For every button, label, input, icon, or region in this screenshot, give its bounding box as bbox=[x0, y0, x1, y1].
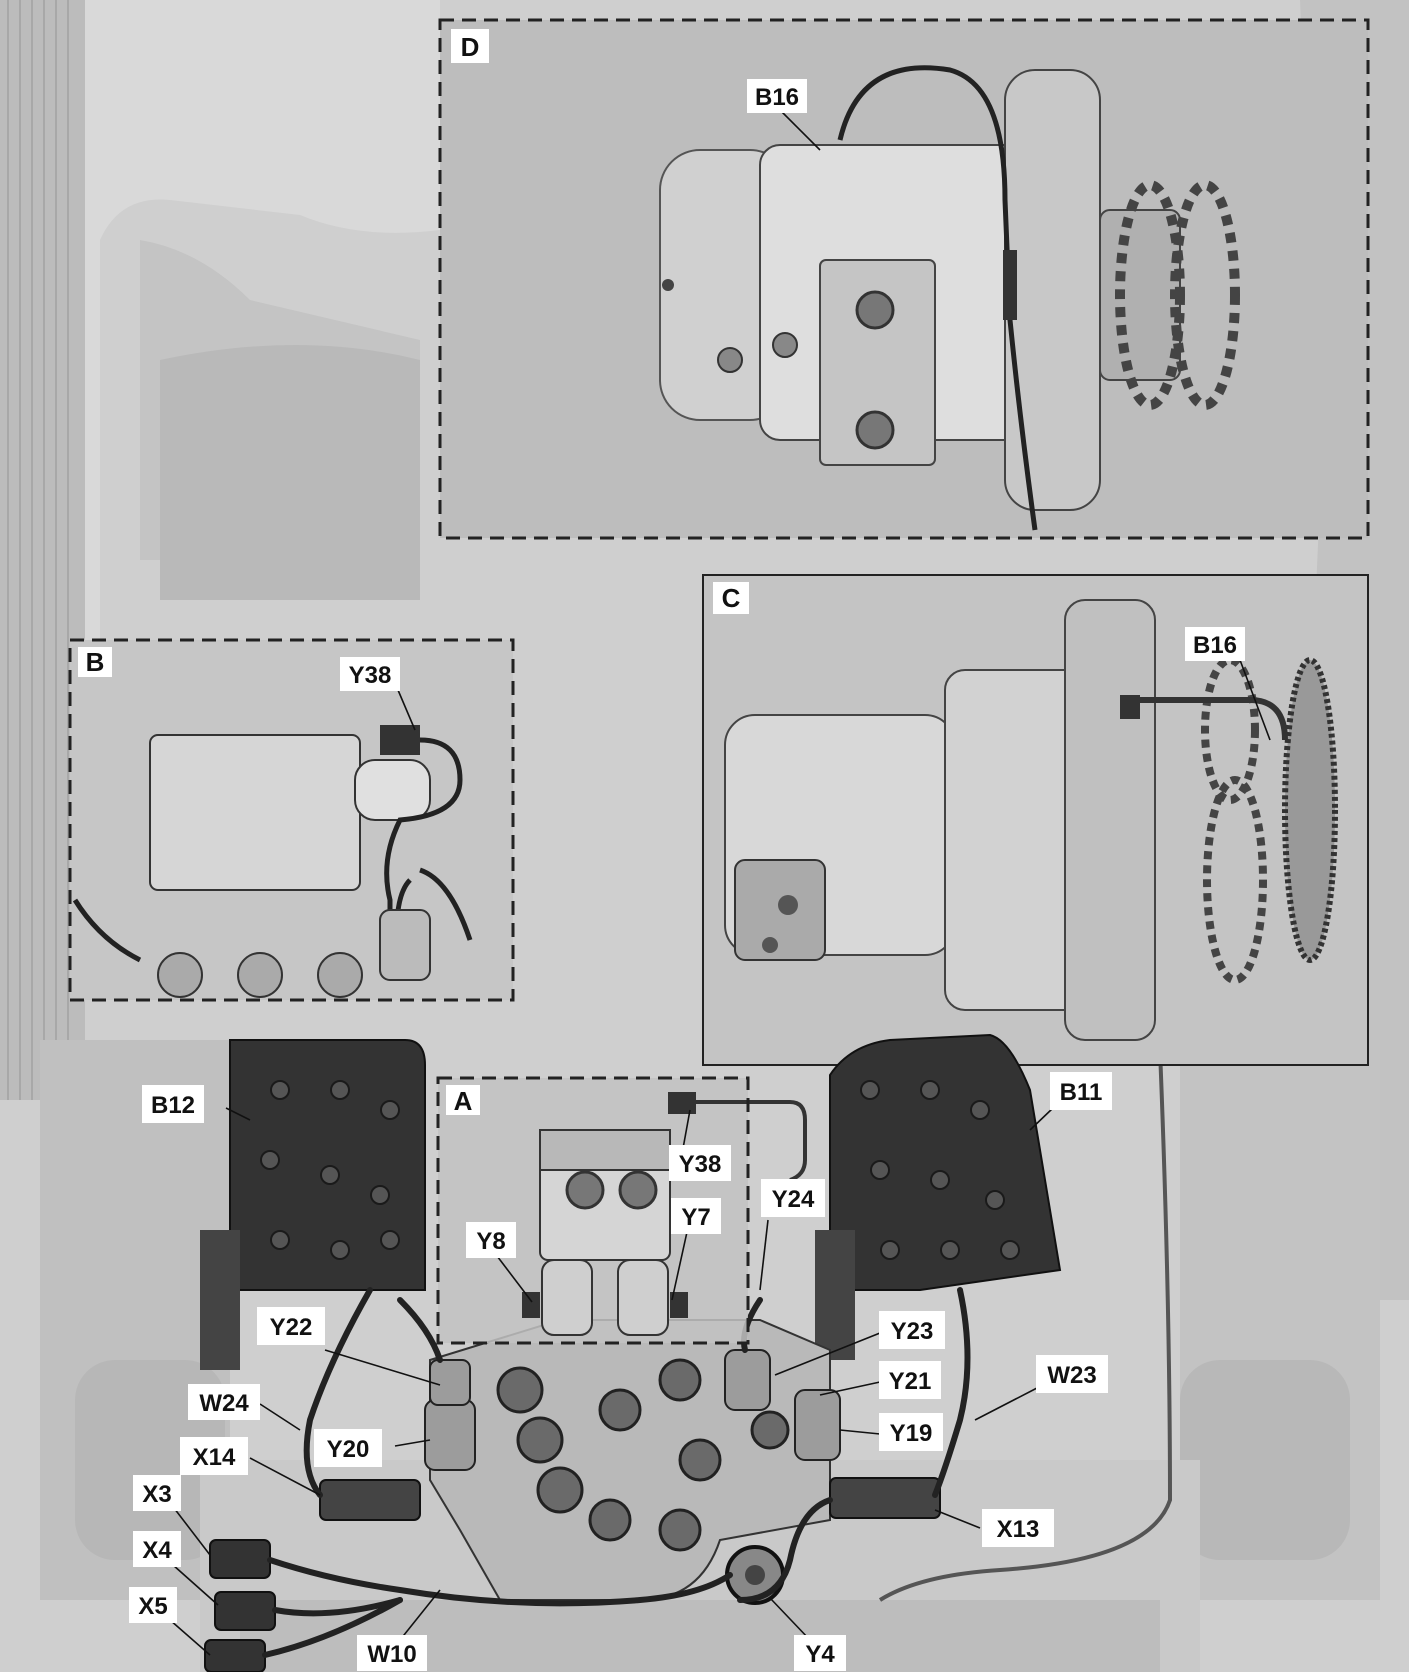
label-b16-inset-d: B16 bbox=[755, 84, 799, 111]
label-b16-inset-c: B16 bbox=[1193, 632, 1237, 659]
label-y38-inset-a: Y38 bbox=[679, 1151, 722, 1178]
label-x4: X4 bbox=[142, 1537, 172, 1564]
label-y22: Y22 bbox=[270, 1314, 313, 1341]
inset-d: D bbox=[438, 18, 1370, 540]
label-b11: B11 bbox=[1060, 1079, 1103, 1106]
leader-lines bbox=[169, 109, 1271, 1656]
sensor-plate-b12 bbox=[229, 1039, 426, 1291]
label-x14: X14 bbox=[193, 1444, 236, 1471]
label-b12: B12 bbox=[151, 1092, 195, 1119]
label-x5: X5 bbox=[138, 1593, 167, 1620]
sensor-plate-b11 bbox=[829, 1033, 1062, 1291]
label-w23: W23 bbox=[1047, 1362, 1096, 1389]
main-assembly bbox=[200, 1033, 1062, 1672]
inset-c-label-box bbox=[713, 582, 749, 614]
inset-d-label: D bbox=[461, 32, 480, 62]
valve-b bbox=[72, 725, 473, 998]
motor-c bbox=[724, 599, 1338, 1041]
label-y20: Y20 bbox=[327, 1436, 370, 1463]
inset-b: B bbox=[68, 638, 515, 1002]
label-y24: Y24 bbox=[772, 1186, 815, 1213]
label-y23: Y23 bbox=[891, 1318, 934, 1345]
inset-c-label: C bbox=[722, 583, 741, 613]
inset-c: C bbox=[702, 574, 1369, 1066]
label-w24: W24 bbox=[199, 1390, 249, 1417]
label-x13: X13 bbox=[997, 1516, 1040, 1543]
label-w10: W10 bbox=[367, 1641, 416, 1668]
inset-a-label-box bbox=[446, 1085, 480, 1115]
label-y7: Y7 bbox=[681, 1204, 710, 1231]
label-y8: Y8 bbox=[476, 1228, 505, 1255]
inset-b-label: B bbox=[86, 647, 105, 677]
label-y4: Y4 bbox=[805, 1641, 835, 1668]
motor-d bbox=[659, 65, 1240, 531]
valve-a bbox=[522, 1092, 807, 1336]
inset-a-label: A bbox=[454, 1086, 473, 1116]
label-y38-inset-b: Y38 bbox=[349, 662, 392, 689]
inset-b-label-box bbox=[78, 647, 112, 677]
label-y19: Y19 bbox=[890, 1420, 933, 1447]
label-y21: Y21 bbox=[889, 1368, 932, 1395]
inset-d-label-box bbox=[451, 29, 489, 63]
label-x3: X3 bbox=[142, 1481, 171, 1508]
callout-labels: B16 B16 Y38 Y38 Y7 Y8 Y24 B12 B11 Y22 Y2… bbox=[129, 79, 1245, 1671]
